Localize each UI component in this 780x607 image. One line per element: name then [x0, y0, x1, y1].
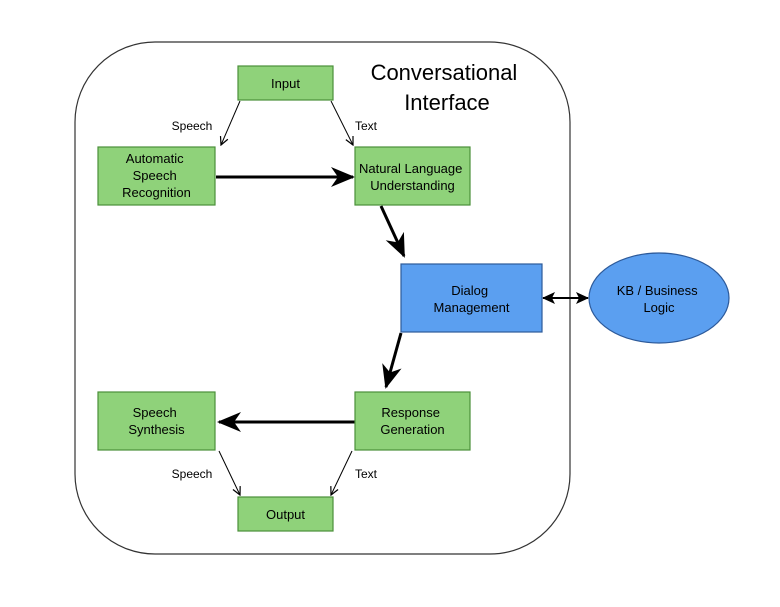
node-kb-label-line-1: KB / Business	[617, 283, 698, 298]
node-response-label-line-2: Generation	[380, 422, 444, 437]
node-nlu: Natural Language Understanding	[354, 146, 471, 206]
edge-label-input-speech: Speech	[172, 119, 213, 133]
edge-input-to-asr	[221, 100, 241, 145]
node-kb: KB / Business Logic	[588, 252, 730, 344]
node-asr-label: Automatic Speech Recognition	[122, 151, 191, 200]
node-nlu-label: Natural Language Understanding	[359, 161, 466, 193]
node-dialog-label: Dialog Management	[434, 283, 510, 315]
node-input-label: Input	[271, 76, 300, 91]
edge-nlu-to-dialog	[379, 205, 406, 258]
node-input-box	[237, 65, 334, 101]
node-asr-box	[97, 146, 216, 206]
node-kb-label: KB / Business Logic	[617, 283, 702, 315]
node-output-label: Output	[266, 507, 305, 522]
node-response-generation: Response Generation	[354, 391, 471, 451]
node-kb-label-line-2: Logic	[643, 300, 675, 315]
node-asr: Automatic Speech Recognition	[97, 146, 216, 206]
node-asr-label-line-2: Speech	[133, 168, 177, 183]
node-nlu-label-line-1: Natural Language	[359, 161, 462, 176]
node-output-box	[237, 496, 334, 532]
node-output: Output	[237, 496, 334, 532]
frame-title-line-1: Conversational	[371, 60, 518, 85]
node-input: Input	[237, 65, 334, 101]
edge-label-output-text: Text	[355, 467, 378, 481]
node-synthesis-box	[97, 391, 216, 451]
edge-synthesis-to-output	[218, 450, 240, 495]
node-nlu-label-line-2: Understanding	[370, 178, 455, 193]
node-response-label: Response Generation	[380, 405, 444, 437]
node-dialog-label-line-1: Dialog	[451, 283, 488, 298]
node-kb-ellipse	[588, 252, 730, 344]
node-synthesis-label-line-2: Synthesis	[128, 422, 185, 437]
edge-dialog-to-response	[382, 332, 403, 389]
edge-response-to-output	[331, 450, 353, 495]
node-dialog-box	[400, 263, 543, 333]
node-response-label-line-1: Response	[381, 405, 440, 420]
edge-input-to-nlu	[330, 100, 353, 145]
node-response-box	[354, 391, 471, 451]
node-dialog-label-line-2: Management	[434, 300, 510, 315]
node-speech-synthesis: Speech Synthesis	[97, 391, 216, 451]
node-asr-label-line-1: Automatic	[126, 151, 184, 166]
node-asr-label-line-3: Recognition	[122, 185, 191, 200]
node-nlu-box	[354, 146, 471, 206]
frame-title-line-2: Interface	[404, 90, 490, 115]
node-dialog-management: Dialog Management	[400, 263, 543, 333]
node-synthesis-label: Speech Synthesis	[128, 405, 185, 437]
edge-label-output-speech: Speech	[172, 467, 213, 481]
node-synthesis-label-line-1: Speech	[133, 405, 177, 420]
edge-label-input-text: Text	[355, 119, 378, 133]
frame-title: Conversational Interface	[371, 60, 524, 115]
